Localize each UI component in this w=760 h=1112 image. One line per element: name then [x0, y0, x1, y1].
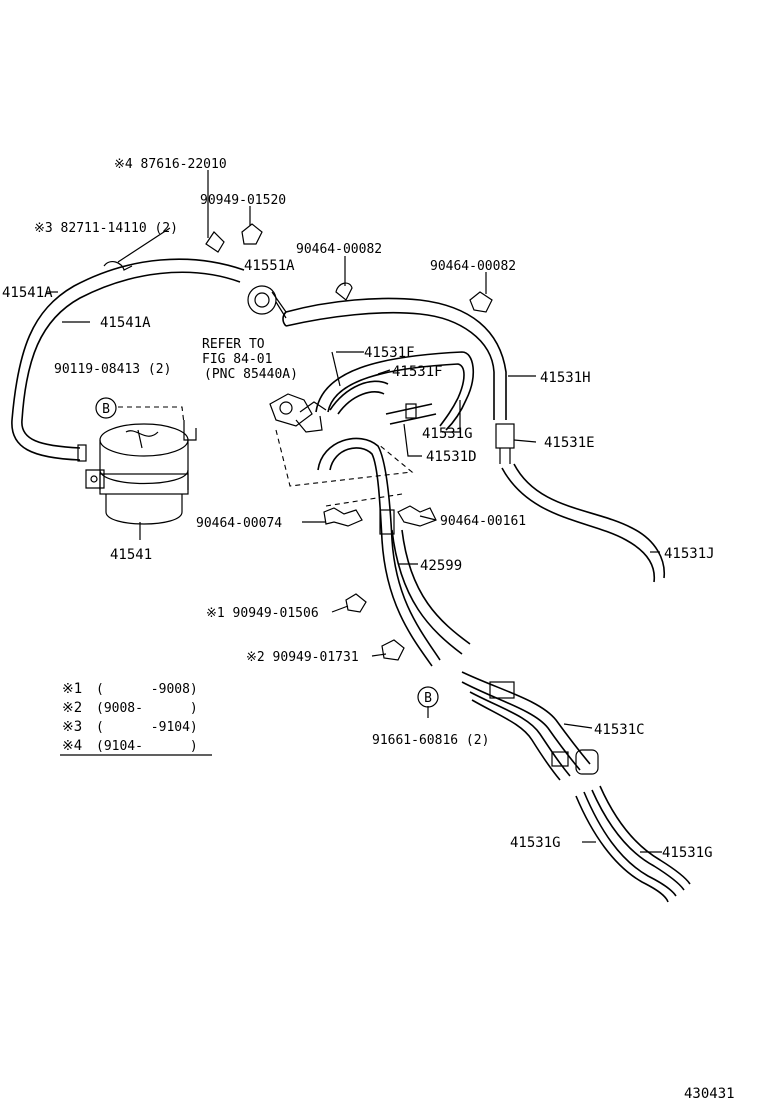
- connector-41531E: [495, 423, 515, 464]
- refer-line-3: (PNC 85440A): [204, 367, 298, 382]
- label-41531D: 41531D: [426, 449, 477, 465]
- legend-mark-3: ※3: [62, 719, 82, 735]
- label-41541A-a: 41541A: [2, 285, 53, 301]
- label-90464-00074: 90464-00074: [196, 516, 282, 531]
- legend-range-2: (9008- ): [96, 701, 198, 716]
- diagram-id: 430431: [684, 1086, 735, 1102]
- label-41531F-a: 41531F: [364, 345, 415, 361]
- hose-41531D: [385, 403, 437, 425]
- label-41531G-c: 41531G: [662, 845, 713, 861]
- label-41541: 41541: [110, 547, 152, 563]
- legend-mark-2: ※2: [62, 700, 82, 716]
- label-90949-01731: ※2 90949-01731: [246, 650, 359, 665]
- legend-mark-1: ※1: [62, 681, 82, 697]
- legend-range-4: (9104- ): [96, 739, 198, 754]
- refer-line-1: REFER TO: [202, 337, 265, 352]
- label-90464-00161: 90464-00161: [440, 514, 526, 529]
- canister-41541: [85, 420, 197, 525]
- clips: [103, 223, 493, 661]
- label-90949-01506: ※1 90949-01506: [206, 606, 319, 621]
- pipe-41531G: [575, 785, 691, 903]
- refer-line-2: FIG 84-01: [202, 352, 272, 367]
- hose-main-41531H: [282, 297, 507, 420]
- callout-b-1: B: [95, 397, 117, 419]
- label-41551A: 41551A: [244, 258, 295, 274]
- callout-b-label: B: [424, 691, 432, 706]
- label-41531H: 41531H: [540, 370, 591, 386]
- label-90464-00082-b: 90464-00082: [430, 259, 516, 274]
- legend-mark-4: ※4: [62, 738, 82, 754]
- hose-41531J: [501, 463, 666, 583]
- label-41531F-b: 41531F: [392, 364, 443, 380]
- leader-lines: [46, 170, 662, 853]
- ref-line-vsv: [275, 429, 414, 487]
- label-90949-01520: 90949-01520: [200, 193, 286, 208]
- label-41531G-a: 41531G: [422, 426, 473, 442]
- ref-line-clip: [325, 493, 403, 507]
- label-41531E: 41531E: [544, 435, 595, 451]
- vsv-assembly: [269, 393, 327, 433]
- label-41531C: 41531C: [594, 722, 645, 738]
- hose-42599: [317, 437, 471, 667]
- label-41541A-b: 41541A: [100, 315, 151, 331]
- valve-41551A: [247, 285, 287, 319]
- hose-41541A: [11, 258, 245, 462]
- callout-b-2: B: [417, 686, 439, 708]
- legend: ※1 ( -9008) ※2 (9008- ) ※3 ( -9104) ※4 (…: [60, 681, 212, 756]
- label-41531G-b: 41531G: [510, 835, 561, 851]
- label-41531J: 41531J: [664, 546, 715, 562]
- label-90119-08413: 90119-08413 (2): [54, 362, 171, 377]
- hose-41531F: [315, 351, 474, 431]
- label-87616-22010: ※4 87616-22010: [114, 157, 227, 172]
- legend-range-3: ( -9104): [96, 720, 198, 735]
- ref-line-b: [118, 406, 185, 425]
- label-82711-14110: ※3 82711-14110 (2): [34, 221, 178, 236]
- label-42599: 42599: [420, 558, 462, 574]
- callout-b-label: B: [102, 402, 110, 417]
- legend-range-1: ( -9008): [96, 682, 198, 697]
- pipe-41531C: [461, 671, 599, 781]
- label-90464-00082-a: 90464-00082: [296, 242, 382, 257]
- label-91661-60816: 91661-60816 (2): [372, 733, 489, 748]
